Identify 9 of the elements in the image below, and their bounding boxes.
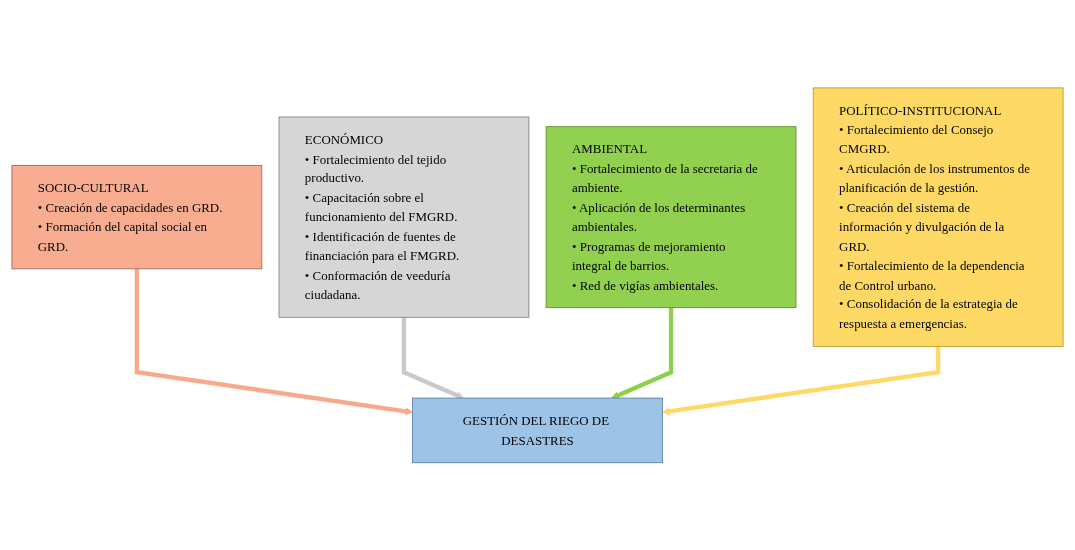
node-box: POLÍTICO-INSTITUCIONAL • Fortalecimiento del Consejo CMGRD. • Articulación de los instrumentos de planificación de la gestión. • Creación del sistema de información y divulgación de la GRD. • Fortalecimiento de la dependencia de Control urbano. • Consolidación de la estrategia de respuesta a emergencias.: [812, 87, 1064, 347]
arrow: [662, 346, 941, 415]
arrow: [401, 317, 464, 399]
node-box: AMBIENTAL • Fortalecimiento de la secretaria de ambiente. • Aplicación de los determinantes ambientales. • Programas de mejoramiento integral de barrios. • Red de vigías ambientales.: [545, 125, 797, 308]
node-box: ECONÓMICO • Fortalecimiento del tejido productivo. • Capacitación sobre el funcionamiento del FMGRD. • Identificación de fuentes de financiación para el FMGRD. • Conformación de veeduría ciudadana.: [278, 116, 530, 318]
arrow: [134, 268, 413, 415]
node-box: GESTIÓN DEL RIEGO DE DESASTRES: [412, 397, 663, 463]
arrow: [611, 307, 674, 399]
node-box: SOCIO-CULTURAL • Creación de capacidades en GRD. • Formación del capital social en GRD.: [11, 164, 263, 269]
